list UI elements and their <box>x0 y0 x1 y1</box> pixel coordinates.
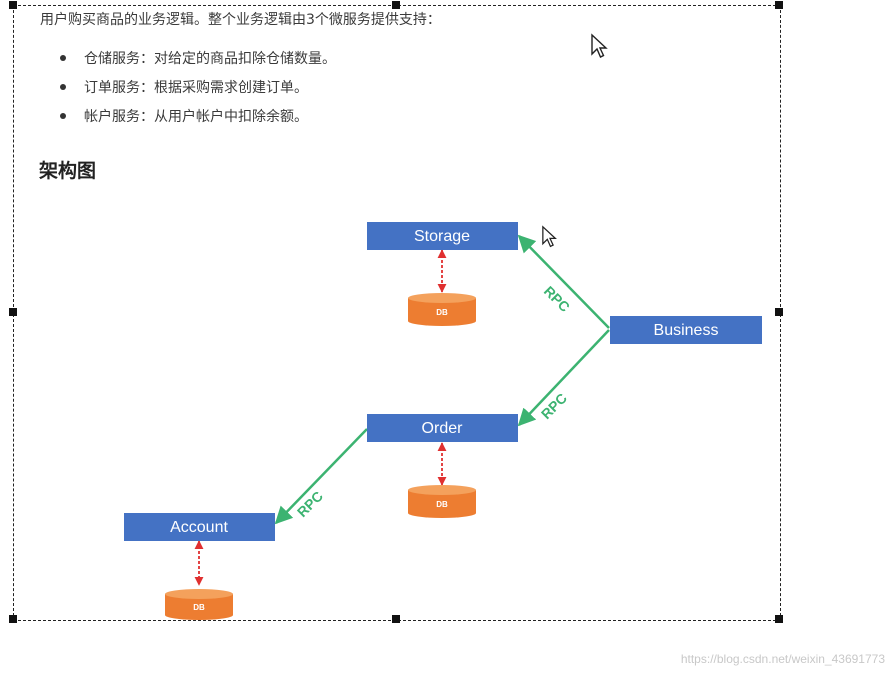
db-order-icon: DB <box>408 485 476 518</box>
resize-handle-top-right[interactable] <box>775 1 783 9</box>
resize-handle-bottom-center[interactable] <box>392 615 400 623</box>
resize-handle-top-center[interactable] <box>392 1 400 9</box>
rpc-link-business-storage <box>517 234 610 329</box>
intro-text: 用户购买商品的业务逻辑。整个业务逻辑由3个微服务提供支持： <box>40 12 441 28</box>
resize-handle-bottom-right[interactable] <box>775 615 783 623</box>
bullet-storage-service: 仓储服务：对给定的商品扣除仓储数量。 <box>57 48 336 77</box>
resize-handle-middle-right[interactable] <box>775 308 783 316</box>
db-storage-icon: DB <box>408 293 476 326</box>
rpc-link-business-order <box>517 329 610 427</box>
resize-handle-top-left[interactable] <box>9 1 17 9</box>
db-storage-label: DB <box>436 308 448 317</box>
service-business-label: Business <box>654 322 719 339</box>
service-storage: Storage <box>367 222 518 250</box>
service-order-label: Order <box>422 420 464 437</box>
resize-handle-bottom-left[interactable] <box>9 615 17 623</box>
architecture-heading: 架构图 <box>39 160 97 182</box>
resize-handle-middle-left[interactable] <box>9 308 17 316</box>
mouse-cursor-icon <box>591 33 608 58</box>
watermark: https://blog.csdn.net/weixin_43691773 <box>680 652 885 666</box>
rpc-label-account: RPC <box>294 488 326 520</box>
bullet-account-service: 帐户服务：从用户帐户中扣除余额。 <box>57 106 336 135</box>
service-account: Account <box>124 513 275 541</box>
rpc-label-order: RPC <box>538 390 570 422</box>
db-order-label: DB <box>436 500 448 509</box>
service-business: Business <box>610 316 762 344</box>
service-account-label: Account <box>170 519 228 536</box>
service-order: Order <box>367 414 518 442</box>
service-list: 仓储服务：对给定的商品扣除仓储数量。 订单服务：根据采购需求创建订单。 帐户服务… <box>57 48 336 135</box>
bullet-order-service: 订单服务：根据采购需求创建订单。 <box>57 77 336 106</box>
db-account-label: DB <box>193 603 205 612</box>
rpc-link-order-account <box>274 428 368 525</box>
db-account-icon: DB <box>165 589 233 620</box>
mouse-cursor-icon <box>542 225 557 248</box>
service-storage-label: Storage <box>414 228 470 245</box>
